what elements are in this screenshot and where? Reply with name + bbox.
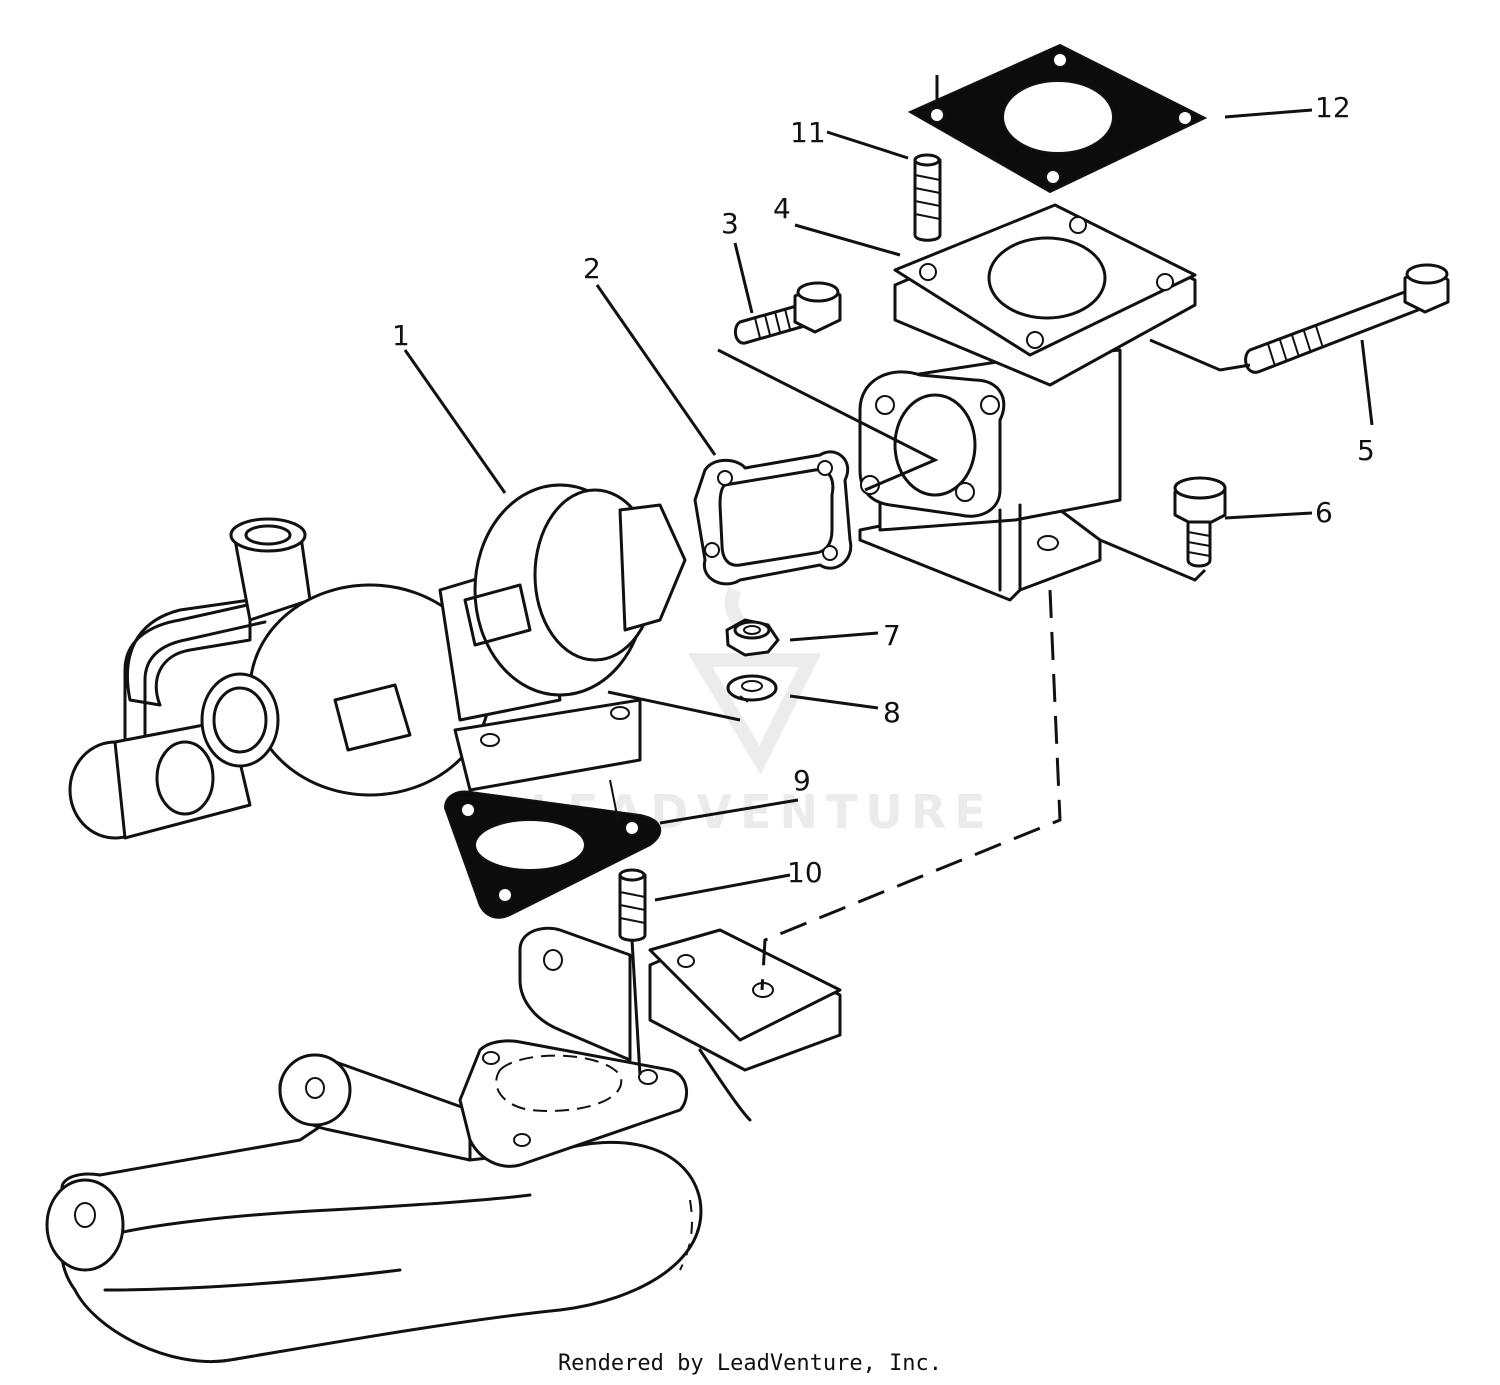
callout-6: 6: [1315, 496, 1333, 529]
turbocharger: [68, 483, 687, 840]
callout-12: 12: [1315, 91, 1351, 124]
callout-3: 3: [721, 207, 739, 240]
exhaust-manifold: [45, 926, 842, 1363]
nut-7: [725, 618, 780, 657]
callout-1: 1: [392, 319, 410, 352]
square-gasket: [907, 43, 1208, 194]
callout-2: 2: [583, 252, 601, 285]
credit-text: Rendered by LeadVenture, Inc.: [558, 1351, 942, 1376]
triangle-gasket: [443, 790, 662, 919]
callout-7: 7: [883, 619, 901, 652]
bolt-5: [1244, 263, 1450, 374]
lock-washer-8: [726, 674, 778, 703]
bolt-3: [733, 281, 842, 345]
callout-5: 5: [1357, 434, 1375, 467]
callout-11: 11: [790, 116, 826, 149]
callout-leaders: [403, 108, 1374, 902]
bolt-6: [1173, 476, 1227, 568]
callout-labels: 1 2 3 4 5 6 7 8 9 10 11 12: [392, 91, 1375, 889]
callout-10: 10: [787, 856, 823, 889]
callout-4: 4: [773, 192, 791, 225]
flange-gasket: [693, 450, 853, 586]
callout-9: 9: [793, 764, 811, 797]
adapter-elbow: [858, 203, 1197, 602]
stud-10: [618, 868, 647, 942]
stud-11: [913, 153, 942, 242]
callout-8: 8: [883, 696, 901, 729]
assembly-lines: [607, 75, 1251, 1076]
